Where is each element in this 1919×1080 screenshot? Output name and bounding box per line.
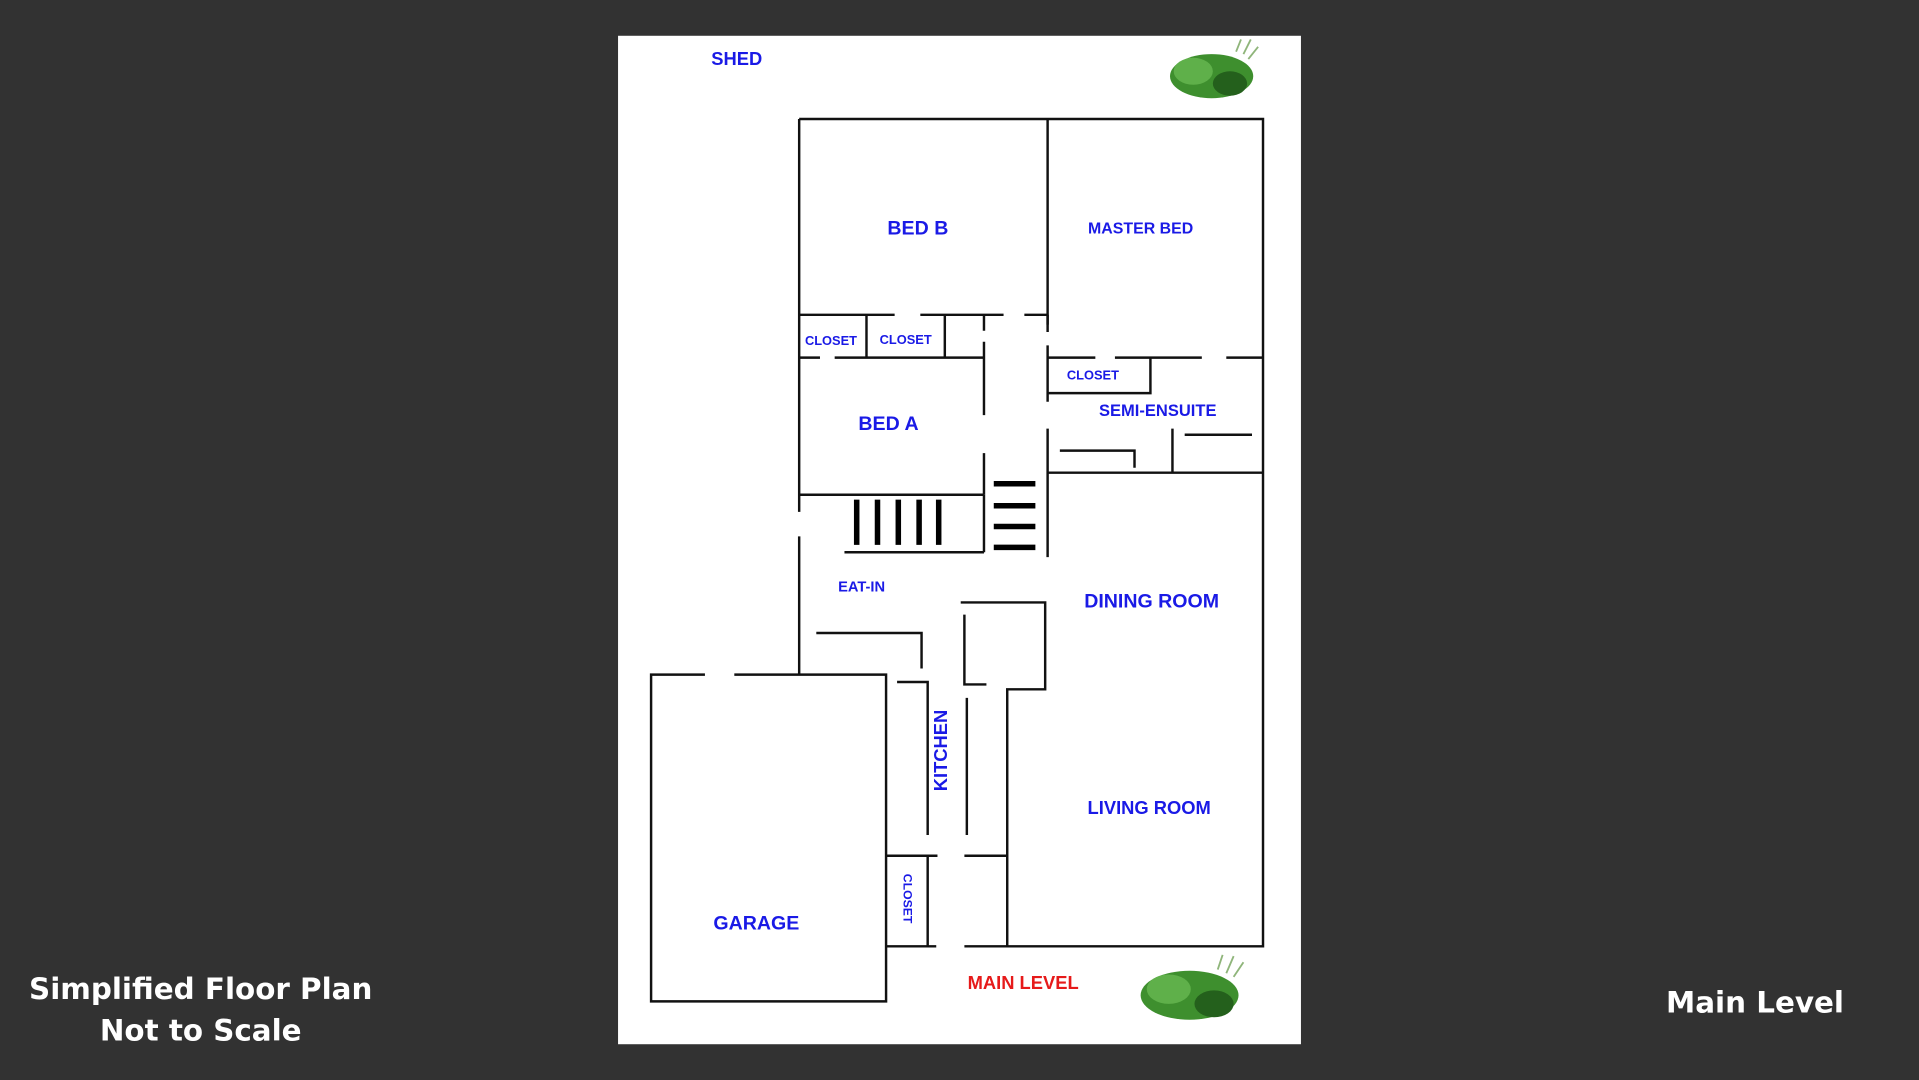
label-kitchen: KITCHEN	[930, 710, 951, 792]
label-closet: CLOSET	[880, 332, 932, 347]
label-shed: SHED	[711, 48, 762, 69]
label-semi-ensuite: SEMI-ENSUITE	[1099, 401, 1216, 420]
side-title: Main Level	[1666, 985, 1844, 1019]
label-closet: CLOSET	[805, 333, 857, 348]
caption-line-2: Not to Scale	[100, 1013, 302, 1047]
plant-icon	[1170, 39, 1259, 99]
label-bed-b: BED B	[887, 217, 948, 239]
plant-icon	[1140, 954, 1245, 1020]
walls	[649, 117, 1265, 1003]
label-main-level: MAIN LEVEL	[968, 972, 1079, 993]
label-living-room: LIVING ROOM	[1088, 797, 1211, 818]
label-garage: GARAGE	[713, 912, 799, 934]
label-closet-master: CLOSET	[1067, 367, 1119, 382]
label-dining-room: DINING ROOM	[1084, 591, 1219, 613]
plan-sheet	[618, 35, 1301, 1045]
room-labels: SHED BED B MASTER BED CLOSET CLOSET CLOS…	[711, 48, 1219, 993]
label-bed-a: BED A	[858, 413, 918, 435]
stairs-horizontal	[993, 480, 1036, 551]
label-eat-in: EAT-IN	[838, 580, 885, 596]
caption-line-1: Simplified Floor Plan	[29, 972, 372, 1006]
label-master-bed: MASTER BED	[1088, 220, 1193, 237]
label-closet-garage: CLOSET	[901, 874, 915, 924]
stairs-vertical	[853, 499, 942, 545]
